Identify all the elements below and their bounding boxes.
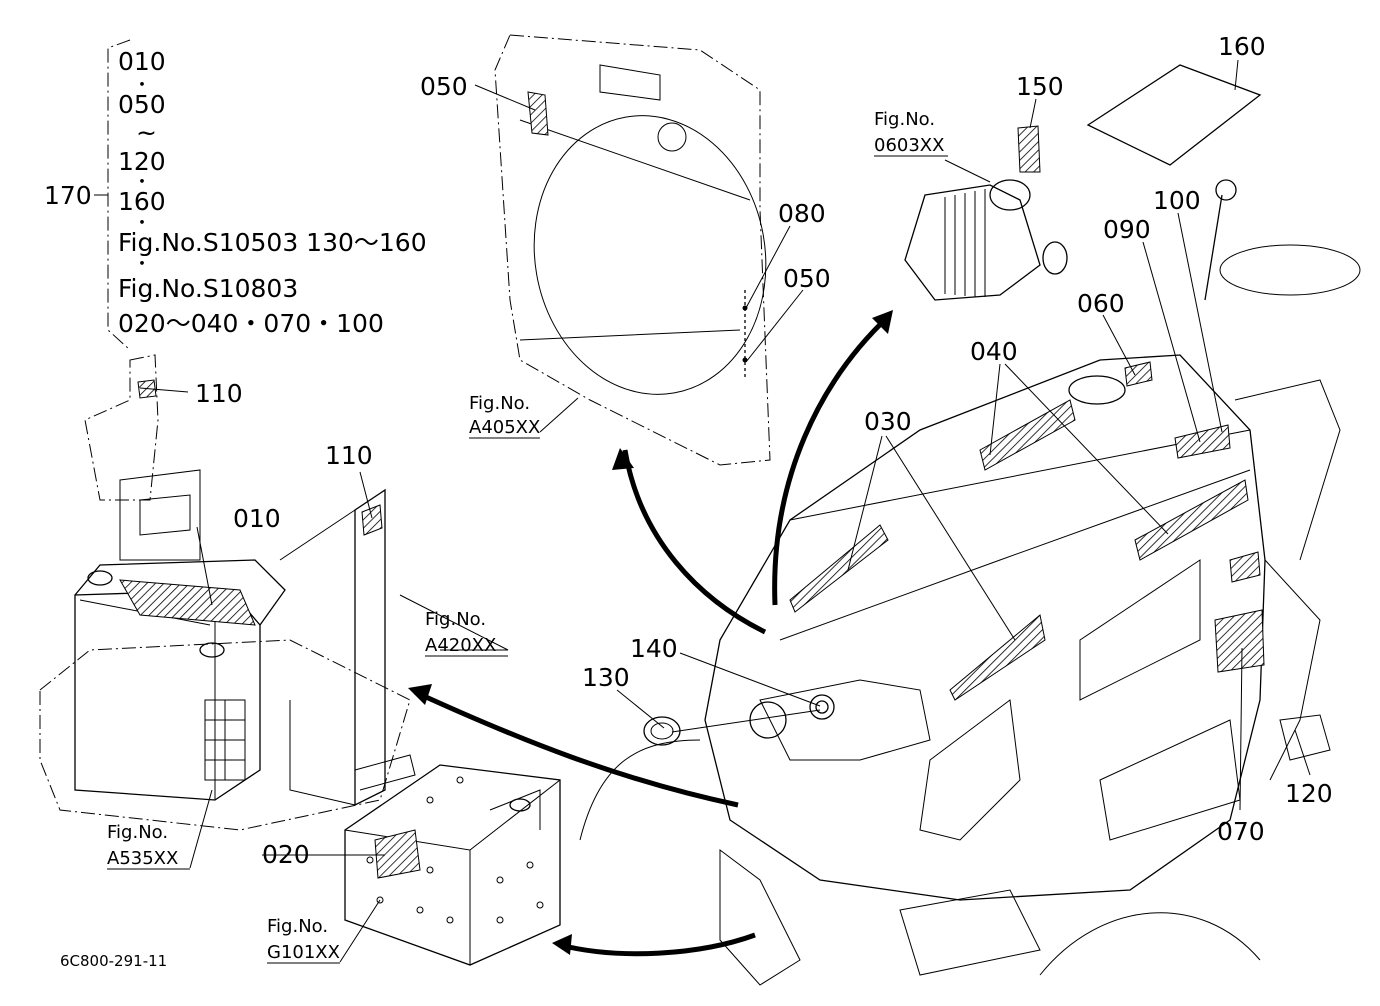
label-050-top-decal [527,91,549,136]
arrow-to-shroud [622,449,767,635]
legend-line-6: Fig.No.S10803 [118,274,298,303]
fig-ref-a405-line1: Fig.No. [469,393,530,414]
fig-ref-0603-line1: Fig.No. [874,109,935,130]
shroud-fan-opening [533,115,767,395]
label-070: 070 [1217,817,1265,846]
battery-terminal-pos [199,642,225,658]
tall-bracket [354,488,386,807]
tractor-hood [579,179,1361,986]
legend-sep-2: ~ [136,118,157,147]
battery-clamp [119,469,201,561]
air-cleaner [904,125,1068,301]
fig-references: Fig.No. A405XX Fig.No. 0603XX Fig.No. A4… [107,109,948,964]
leader-lines [139,59,1311,963]
label-160: 160 [1218,32,1266,61]
legend-sep-5: ・ [133,254,151,275]
fuel-cap [1068,375,1126,405]
label-110-left: 110 [195,379,243,408]
part-labels: 050 010 110 110 020 080 050 030 040 060 … [195,32,1333,869]
arrow-to-air-cleaner [772,313,892,606]
legend-line-3: 120 [118,147,166,176]
flow-arrows [408,310,893,957]
hood-outline [704,354,1266,901]
fig-ref-0603-line2: 0603XX [874,135,944,156]
legend-ref-label: 170 [44,181,92,210]
front-frame [344,764,561,966]
headlight-right [809,694,835,720]
arrow-to-frame [559,932,756,957]
legend-line-7: 020～040・070・100 [118,309,384,338]
battery-base-plate [39,639,411,831]
grille-panel [919,699,1021,841]
drawing-code: 6C800-291-11 [60,952,167,970]
front-frame-body [344,764,561,966]
label-060: 060 [1077,289,1125,318]
legend-line-1: 010 [118,47,166,76]
part-130-cap [643,716,681,746]
label-060-decal [1124,361,1153,387]
label-010: 010 [233,504,281,533]
headlight-housing [759,679,931,761]
label-080: 080 [778,199,826,228]
label-110-right-decal [361,504,383,536]
label-090-100-decal [1174,424,1231,459]
legend-line-5: Fig.No.S10503 130～160 [118,228,427,257]
label-050-top: 050 [420,72,468,101]
fig-ref-a535-line2: A535XX [107,848,178,869]
legend-line-4: 160 [118,187,166,216]
legend-block: 170 010 ・ 050 ~ 120 ・ 160 ・ Fig.No.S1050… [44,39,427,351]
label-020-decal [374,829,421,879]
steering-wheel [1219,244,1361,296]
gear-lever [1204,194,1223,301]
label-120: 120 [1285,779,1333,808]
label-100: 100 [1153,186,1201,215]
battery-assembly [39,354,416,831]
fig-ref-a420-line1: Fig.No. [425,609,486,630]
label-150-decal [1017,125,1041,173]
label-010-decal [119,579,256,626]
side-vent [1079,559,1201,701]
label-040-decal [979,399,1076,471]
label-050-side: 050 [783,264,831,293]
hitch-part-120 [1279,714,1331,761]
label-040: 040 [970,337,1018,366]
label-130: 130 [582,663,630,692]
label-070-decal [1214,609,1265,673]
legend-sep-3: ・ [133,172,151,193]
fig-ref-a405-line2: A405XX [469,417,540,438]
shroud-outline [494,34,771,466]
fig-ref-g101-line2: G101XX [267,942,340,963]
label-150: 150 [1016,72,1064,101]
legend-sep-1: ・ [133,75,151,96]
part-140-plug [815,700,829,714]
label-030-front-decal [949,614,1046,701]
legend-bracket [107,39,131,351]
label-040-side-decal [1134,479,1249,561]
battery-terminal-neg [87,570,113,586]
rear-bracket [84,354,159,501]
label-160-sheet [1086,64,1262,166]
air-cleaner-body [904,184,1041,301]
fig-ref-a420-line2: A420XX [425,635,496,656]
label-110-right: 110 [325,441,373,470]
label-030: 030 [864,407,912,436]
label-020: 020 [262,840,310,869]
legend-sep-4: ・ [133,213,151,234]
arrow-to-battery [413,689,739,808]
legend-line-2: 050 [118,90,166,119]
label-140: 140 [630,634,678,663]
manual-sheet [1086,64,1262,166]
label-090: 090 [1103,215,1151,244]
radiator-shroud [494,34,771,466]
label-030-top-decal [789,524,889,613]
fig-ref-a535-line1: Fig.No. [107,822,168,843]
fig-ref-g101-line1: Fig.No. [267,916,328,937]
